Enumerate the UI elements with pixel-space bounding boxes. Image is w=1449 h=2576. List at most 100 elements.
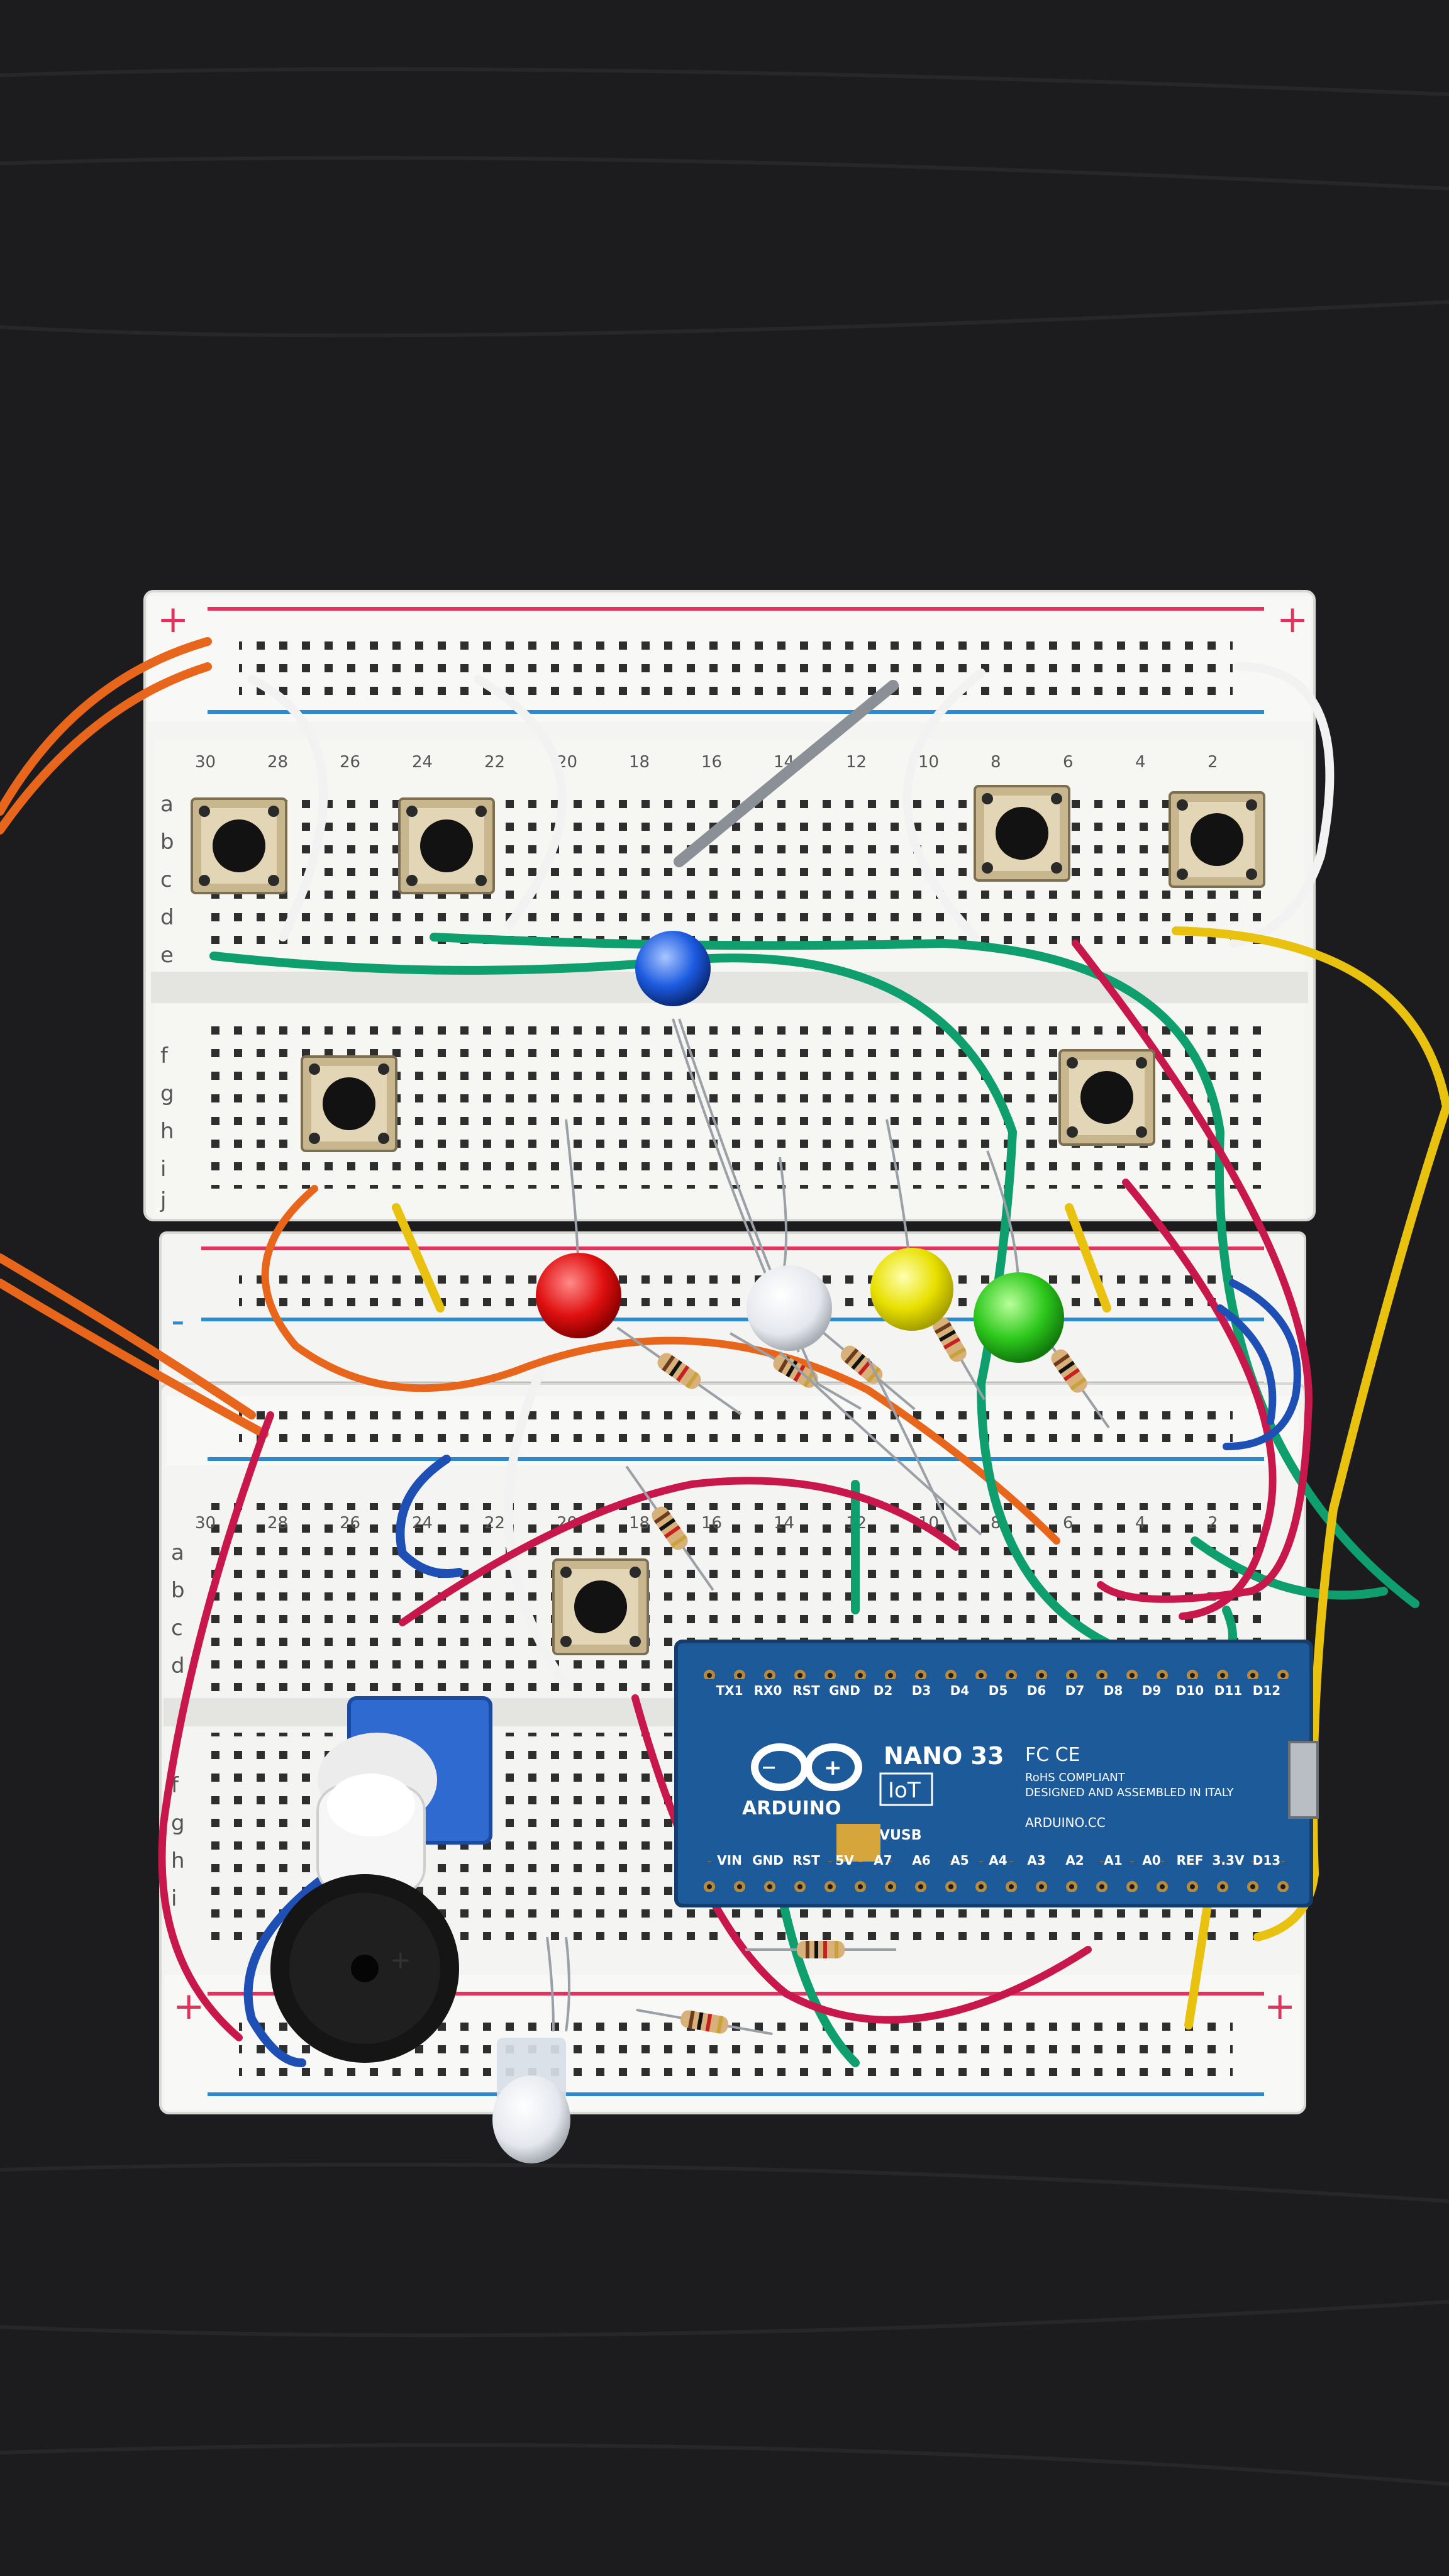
pin-label-top: D7	[1065, 1683, 1085, 1698]
pin-label-top: RX0	[754, 1683, 782, 1698]
compliance-italy: DESIGNED AND ASSEMBLED IN ITALY	[1025, 1786, 1234, 1799]
blue-led	[635, 931, 711, 1006]
green-wire-5	[775, 1882, 860, 2067]
pin-label-bottom: A1	[1104, 1853, 1122, 1868]
svg-text:h: h	[160, 1119, 174, 1144]
column-number: 28	[267, 753, 288, 772]
pin-label-bottom: D13	[1253, 1853, 1280, 1868]
svg-text:d: d	[171, 1653, 185, 1679]
pin-label-bottom: A0	[1142, 1853, 1160, 1868]
pin-label-top: D11	[1214, 1683, 1242, 1698]
red-wire-2	[1122, 1179, 1277, 1620]
svg-text:c: c	[171, 1616, 183, 1641]
white-wire-2	[474, 675, 567, 929]
column-number: 14	[774, 1514, 794, 1533]
leds	[492, 931, 1064, 2163]
jumper-wires	[0, 637, 1449, 2067]
svg-text:i: i	[160, 1157, 166, 1182]
column-number: 18	[629, 1514, 650, 1533]
green-wire-3	[1191, 1536, 1388, 1600]
white-wire-4	[1228, 662, 1335, 948]
rail-plus-label-right: +	[1277, 597, 1308, 641]
pin-label-top: D9	[1142, 1683, 1162, 1698]
website-label: ARDUINO.CC	[1025, 1815, 1106, 1830]
push-button[interactable]	[398, 797, 495, 894]
buzzer-icon: +	[270, 1874, 459, 2063]
rail-minus-label: -	[171, 1299, 185, 1343]
push-button[interactable]	[1058, 1049, 1155, 1146]
resistor	[625, 1465, 714, 1591]
breadboard-top: + +	[143, 590, 1316, 1221]
column-number: 2	[1208, 1514, 1218, 1533]
push-button[interactable]	[1169, 791, 1265, 888]
push-button[interactable]	[301, 1055, 397, 1152]
column-number: 2	[1208, 753, 1218, 772]
push-buttons	[191, 785, 1265, 1655]
grey-wire	[674, 680, 899, 867]
model-label: NANO 33	[884, 1742, 1004, 1770]
blue-wire-2	[1223, 1279, 1301, 1450]
svg-text:a: a	[171, 1540, 184, 1565]
compliance-fc-ce: FC CE	[1025, 1744, 1080, 1766]
svg-text:a: a	[160, 792, 174, 817]
column-number: 22	[484, 1514, 505, 1533]
white-wire-5	[504, 1367, 570, 1690]
yellow-wire-4	[1184, 1901, 1212, 2029]
push-button[interactable]	[974, 785, 1070, 882]
red-wire-4	[158, 1411, 274, 2041]
pin-label-bottom: GND	[752, 1853, 784, 1868]
column-number: 24	[412, 753, 433, 772]
pin-label-top: D10	[1176, 1683, 1204, 1698]
white-wire-3	[902, 669, 985, 941]
usb-label: VUSB	[879, 1828, 922, 1843]
orange-wire-1	[0, 637, 212, 816]
pin-label-top: GND	[829, 1683, 860, 1698]
clear-led	[492, 2038, 570, 2163]
column-number: 16	[701, 1514, 722, 1533]
push-button[interactable]	[552, 1558, 649, 1655]
resistor	[745, 1941, 896, 1958]
push-button[interactable]	[191, 797, 287, 894]
resistor	[636, 2008, 773, 2036]
svg-text:h: h	[171, 1848, 185, 1874]
pin-label-bottom: A5	[950, 1853, 969, 1868]
svg-text:f: f	[160, 1043, 169, 1069]
blue-wire-1	[396, 1455, 464, 1578]
orange-wire-4	[0, 1253, 256, 1419]
column-number: 6	[1063, 1514, 1074, 1533]
pin-label-bottom: A6	[912, 1853, 930, 1868]
column-number: 4	[1135, 1514, 1146, 1533]
rail-plus-label: +	[157, 597, 189, 641]
svg-text:+: +	[390, 1946, 411, 1975]
column-number: 26	[340, 753, 360, 772]
pin-label-top: D2	[874, 1683, 893, 1698]
yellow-wire-3	[1172, 926, 1449, 1941]
column-number: 22	[484, 753, 505, 772]
pin-label-bottom: A2	[1065, 1853, 1084, 1868]
pin-label-top: D8	[1104, 1683, 1123, 1698]
pin-label-top: D6	[1027, 1683, 1046, 1698]
red-wire-1	[1072, 940, 1313, 1603]
row-letters-bottom-board: a b c d f g h i	[171, 1540, 185, 1911]
white-led	[747, 1265, 832, 1351]
pin-label-top: D4	[950, 1683, 970, 1698]
column-number: 10	[918, 753, 939, 772]
yellow-wire-1	[392, 1203, 445, 1313]
column-number: 6	[1063, 753, 1074, 772]
arduino-infinity-logo	[751, 1743, 862, 1791]
orange-wire-2	[0, 662, 212, 835]
resistor	[914, 1279, 985, 1401]
brand-label: ARDUINO	[742, 1797, 841, 1819]
resistor	[616, 1326, 742, 1416]
arduino-nano-board: − + ARDUINO NANO 33 IoT VUSB FC CE RoHS …	[674, 1640, 1319, 1907]
pin-label-top: RST	[792, 1683, 820, 1698]
green-led	[974, 1272, 1064, 1363]
white-wire-1	[247, 675, 328, 941]
svg-text:i: i	[171, 1886, 177, 1911]
column-number: 12	[846, 753, 867, 772]
